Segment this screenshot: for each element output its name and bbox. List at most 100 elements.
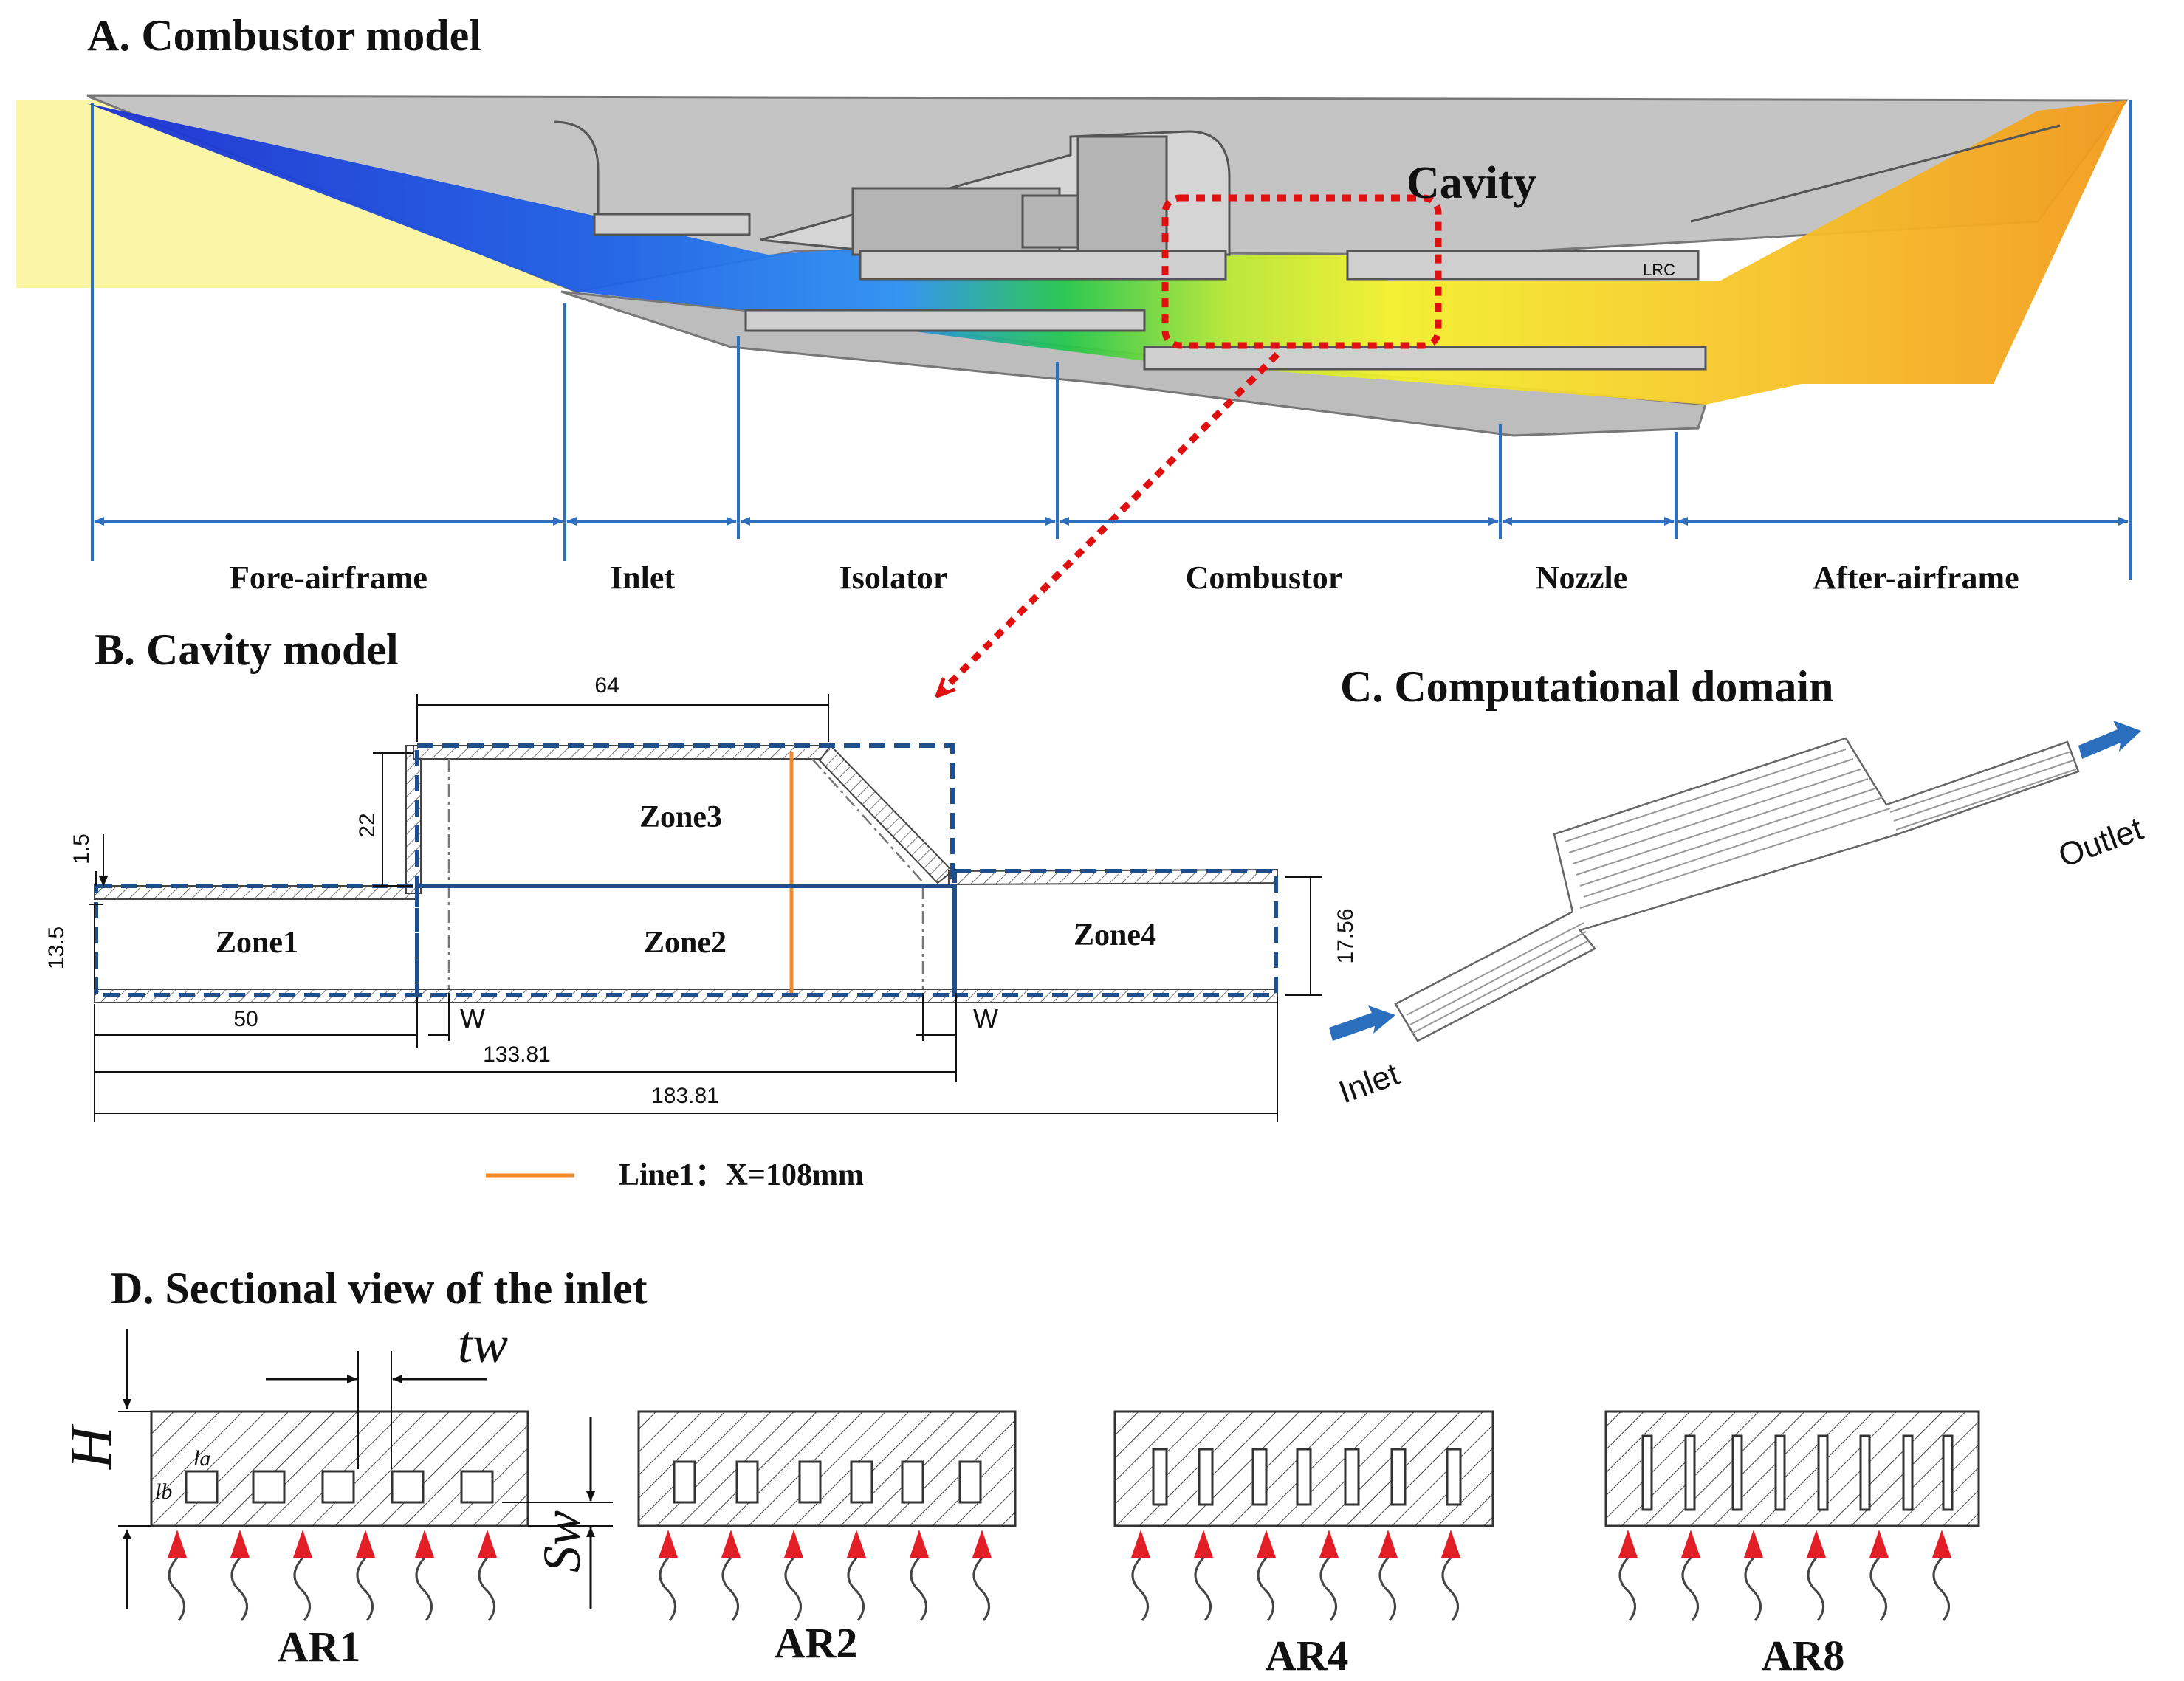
heat-wave-line	[784, 1557, 802, 1621]
heat-arrow-icon	[1744, 1530, 1763, 1558]
heat-wave-line	[293, 1557, 311, 1621]
ar4-section	[1113, 1410, 1494, 1527]
inlet-label: Inlet	[1334, 1056, 1404, 1110]
heat-wave-line	[1378, 1557, 1396, 1621]
engine-mark: LRC	[1643, 261, 1675, 279]
panel-b-title: B. Cavity model	[95, 625, 399, 674]
heat-arrow-icon	[230, 1530, 250, 1558]
ar2-label: AR2	[775, 1619, 858, 1667]
zone1-label: Zone1	[216, 926, 298, 960]
dim-w-right: W	[973, 1003, 998, 1034]
heat-arrow-icon	[478, 1530, 497, 1558]
heat-arrow-icon	[293, 1530, 312, 1558]
heat-flux-arrows	[168, 1530, 1951, 1621]
heat-arrow-icon	[1378, 1530, 1398, 1558]
zone-boxes	[94, 743, 1278, 997]
heat-wave-line	[721, 1557, 739, 1621]
ar1-section: H tw la lb Sw	[59, 1315, 613, 1609]
heat-arrow-icon	[1319, 1530, 1339, 1558]
heat-arrow-icon	[356, 1530, 375, 1558]
panel-d: D. Sectional view of the inlet H tw	[59, 1264, 1980, 1680]
ar-labels: AR1 AR2 AR4 AR8	[278, 1619, 1845, 1680]
heat-wave-line	[356, 1557, 374, 1621]
panel-c-title: C. Computational domain	[1340, 662, 1833, 711]
heat-arrow-icon	[1869, 1530, 1889, 1558]
engine-internals	[553, 120, 2061, 371]
segment-label-fore-airframe: Fore-airframe	[230, 560, 427, 596]
heat-wave-line	[168, 1557, 185, 1621]
heat-arrow-icon	[972, 1530, 992, 1558]
zone-labels: Zone1 Zone2 Zone3 Zone4	[216, 800, 1156, 960]
outlet-label: Outlet	[2054, 811, 2148, 874]
zone3-label: Zone3	[639, 800, 722, 834]
dim-depth: 22	[355, 813, 380, 837]
label-lb: lb	[155, 1479, 172, 1504]
heat-arrow-icon	[784, 1530, 803, 1558]
cavity-dimension-lines	[89, 694, 1322, 1122]
heat-wave-line	[1681, 1557, 1699, 1621]
ar2-section	[637, 1410, 1017, 1527]
heat-wave-line	[478, 1557, 495, 1621]
heat-arrow-icon	[910, 1530, 929, 1558]
cavity-walls	[94, 744, 1278, 1003]
heat-arrow-icon	[1257, 1530, 1276, 1558]
label-tw: tw	[458, 1315, 508, 1374]
cavity-dimension-labels: 64 22 1.5 13.5 17.56 50 W W 133.81 183.8…	[44, 673, 1358, 1108]
ar8-section	[1604, 1410, 1980, 1527]
segment-label-isolator: Isolator	[839, 560, 948, 596]
heat-arrow-icon	[1131, 1530, 1150, 1558]
panel-a-title: A. Combustor model	[87, 11, 481, 60]
ar8-label: AR8	[1762, 1632, 1845, 1680]
outlet-flow-arrow	[2078, 721, 2141, 759]
dim-step: 1.5	[69, 833, 94, 864]
heat-arrow-icon	[1441, 1530, 1460, 1558]
heat-arrow-icon	[847, 1530, 866, 1558]
heat-wave-line	[910, 1557, 927, 1621]
segment-label-after-airframe: After-airframe	[1813, 560, 2019, 596]
cavity-zoom-arrow	[939, 351, 1280, 694]
heat-wave-line	[659, 1557, 676, 1621]
label-sw: Sw	[532, 1510, 591, 1572]
line1-legend-label: Line1：X=108mm	[619, 1158, 864, 1192]
label-la: la	[193, 1446, 210, 1471]
heat-arrow-icon	[1681, 1530, 1700, 1558]
heat-wave-line	[972, 1557, 990, 1621]
heat-arrow-icon	[415, 1530, 434, 1558]
dim-outlet-height: 17.56	[1333, 908, 1358, 963]
panel-c: C. Computational domain Inlet O	[1329, 662, 2148, 1110]
heat-arrow-icon	[1932, 1530, 1951, 1558]
zone2-label: Zone2	[644, 926, 727, 960]
heat-wave-line	[415, 1557, 433, 1621]
heat-wave-line	[1257, 1557, 1274, 1621]
heat-arrow-icon	[168, 1530, 187, 1558]
flow-field-contour	[87, 100, 2126, 405]
dim-top-length: 64	[594, 673, 619, 698]
label-h: H	[59, 1423, 124, 1470]
dim-w-left: W	[460, 1003, 485, 1034]
heat-wave-line	[1194, 1557, 1212, 1621]
cavity-inner-lines	[447, 758, 924, 989]
heat-arrow-icon	[1194, 1530, 1213, 1558]
panel-b: B. Cavity model	[44, 625, 1358, 1192]
segment-label-combustor: Combustor	[1186, 560, 1343, 596]
heat-wave-line	[230, 1557, 248, 1621]
heat-arrow-icon	[659, 1530, 678, 1558]
heat-wave-line	[1869, 1557, 1887, 1621]
heat-wave-line	[1744, 1557, 1762, 1621]
segment-label-inlet: Inlet	[610, 560, 675, 596]
heat-wave-line	[1932, 1557, 1950, 1621]
dim-zone1-length: 50	[233, 1007, 258, 1031]
heat-wave-line	[1131, 1557, 1149, 1621]
inlet-flow-arrow	[1329, 1005, 1395, 1041]
zone4-label: Zone4	[1074, 918, 1156, 952]
station-lines	[91, 100, 2132, 580]
segment-label-nozzle: Nozzle	[1536, 560, 1628, 596]
heat-wave-line	[1441, 1557, 1459, 1621]
ar4-label: AR4	[1266, 1632, 1349, 1680]
heat-arrow-icon	[721, 1530, 741, 1558]
dim-inlet-height: 13.5	[44, 927, 69, 969]
cavity-label: Cavity	[1407, 158, 1536, 208]
ar1-label: AR1	[278, 1623, 361, 1671]
heat-wave-line	[1618, 1557, 1636, 1621]
